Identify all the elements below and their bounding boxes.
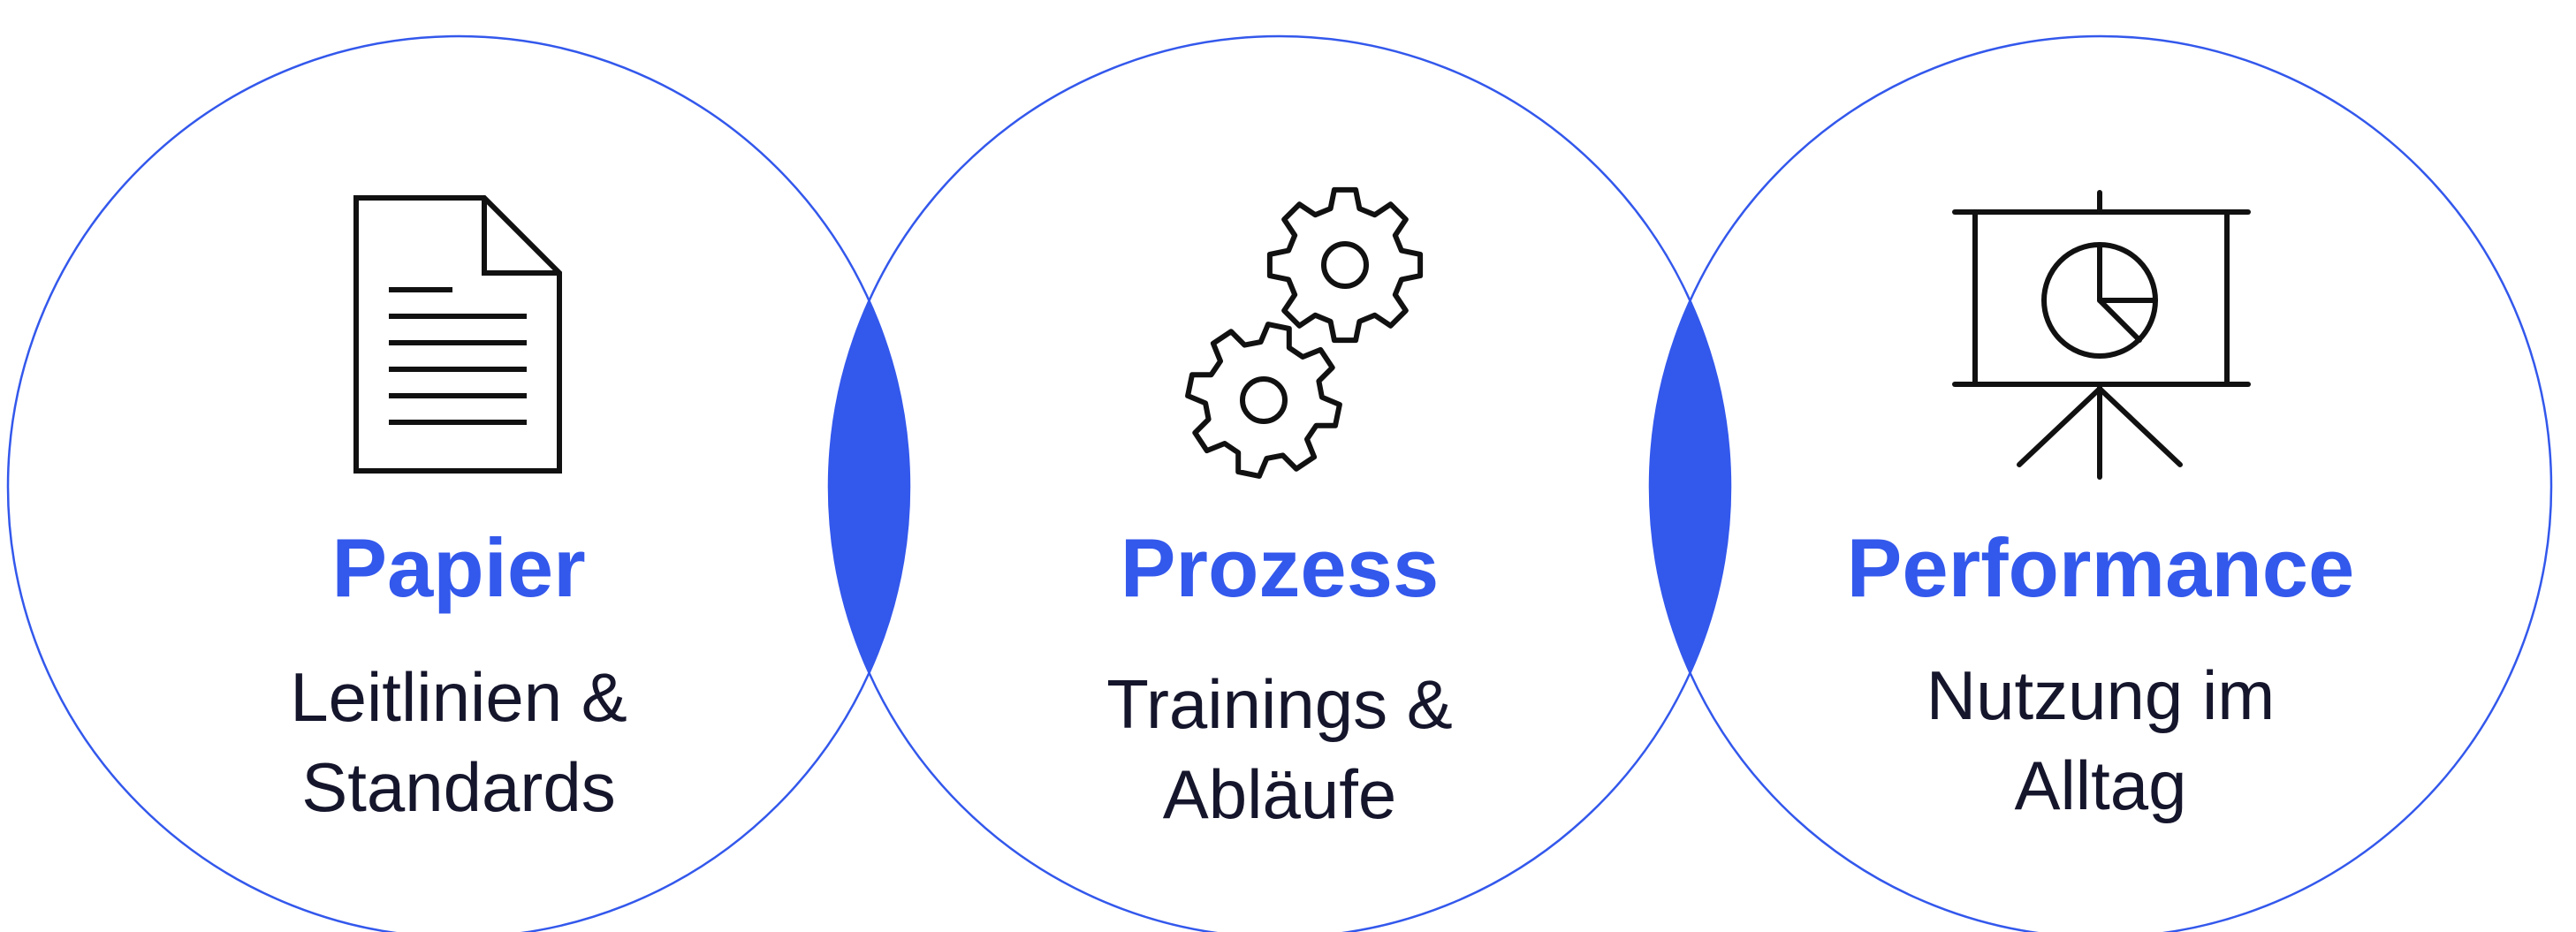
segment-papier: Papier Leitlinien & Standards (43, 0, 874, 932)
gear-lower-icon (1185, 322, 1342, 479)
segment-description-line: Abläufe (1162, 755, 1397, 833)
segment-description-line: Alltag (2014, 746, 2187, 824)
circle-prozess (827, 34, 1732, 932)
segment-description-line: Trainings & (1106, 665, 1453, 743)
gear-upper-icon (1266, 186, 1424, 344)
segment-description-line: Nutzung im (1926, 656, 2276, 734)
segment-title: Performance (1846, 521, 2355, 614)
segment-title: Papier (331, 521, 586, 614)
segment-performance: Performance Nutzung im Alltag (1685, 0, 2516, 932)
circle-performance (1648, 34, 2553, 932)
segment-description: Trainings & Abläufe (864, 659, 1695, 839)
segment-description: Nutzung im Alltag (1685, 650, 2516, 830)
document-icon (353, 195, 562, 474)
circle-papier (6, 34, 911, 932)
segment-title: Prozess (1120, 521, 1440, 614)
segment-description-line: Leitlinien & (290, 658, 627, 736)
segment-description-line: Standards (301, 748, 616, 826)
segment-prozess: Prozess Trainings & Abläufe (864, 0, 1695, 932)
gears-icon (1185, 186, 1424, 479)
segment-description: Leitlinien & Standards (43, 652, 874, 832)
presentation-chart-icon (1952, 190, 2251, 480)
